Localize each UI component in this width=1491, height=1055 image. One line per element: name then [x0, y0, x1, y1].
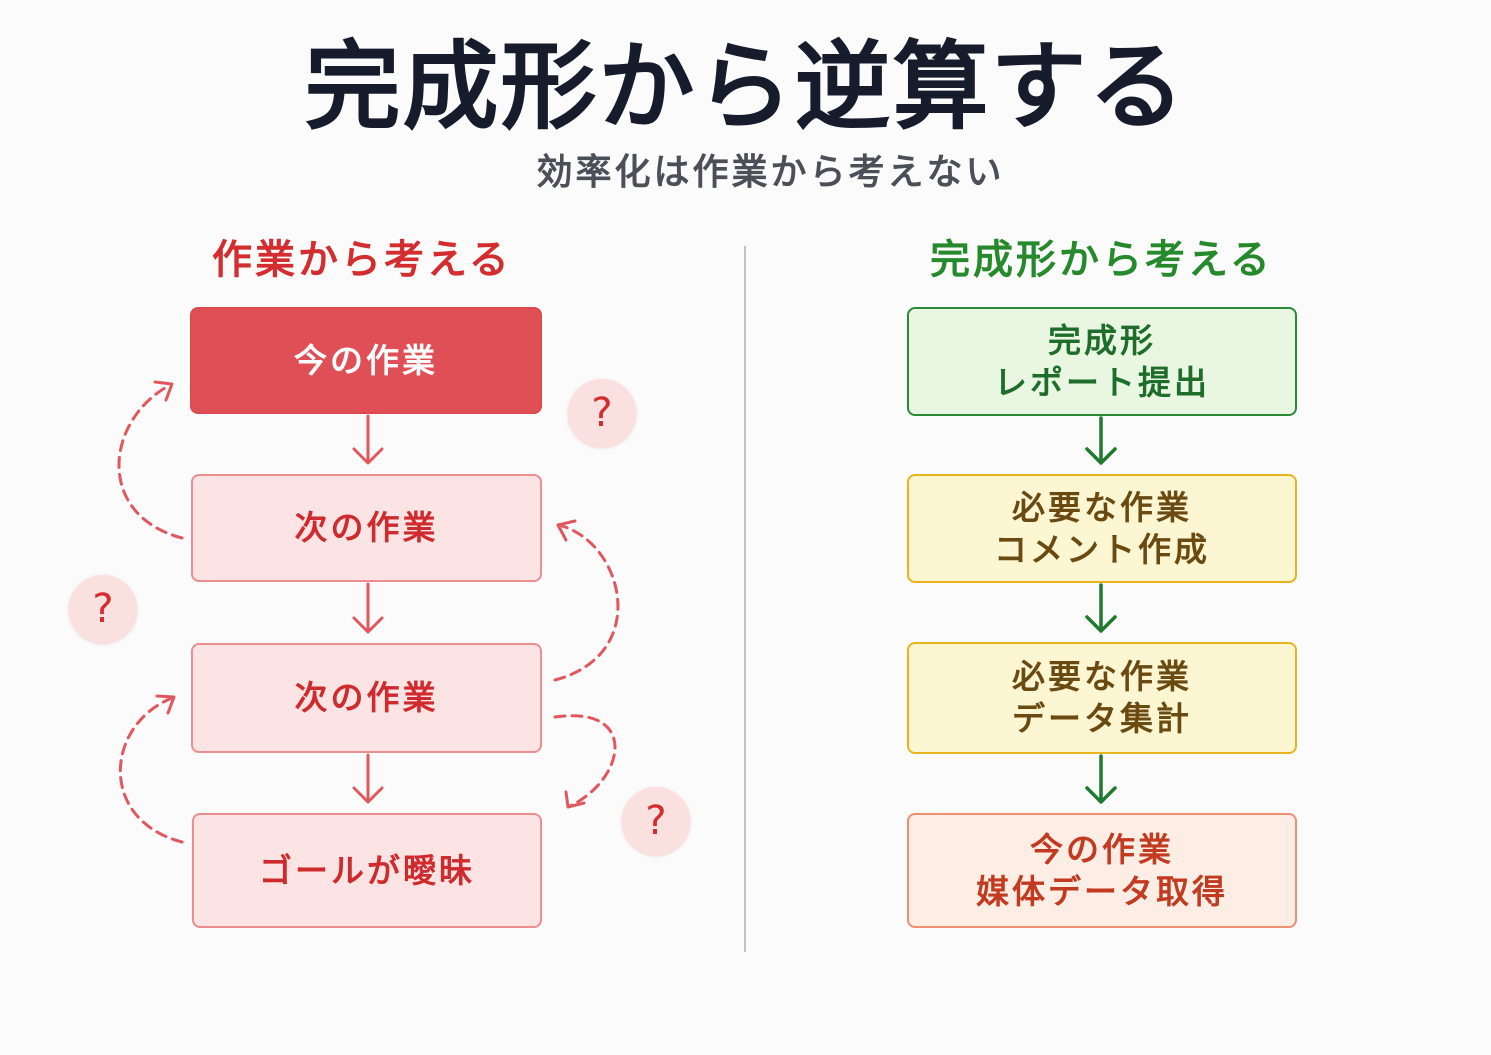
loop-arrow [553, 524, 620, 682]
right-box-required-task-2: 必要な作業 データ集計 [907, 642, 1297, 754]
left-box-goal-unclear: ゴールが曖昧 [192, 813, 542, 928]
arrowhead-icon [556, 519, 577, 542]
down-arrow-icon [352, 753, 384, 804]
down-arrow-icon [1085, 583, 1117, 633]
right-box-line1: 今の作業 [1030, 829, 1174, 869]
left-box-next-task-2: 次の作業 [191, 643, 542, 753]
down-arrow-icon [1085, 754, 1117, 804]
right-box-line1: 完成形 [1048, 320, 1156, 360]
down-arrow-icon [352, 414, 384, 465]
left-box-label: 次の作業 [294, 508, 439, 547]
right-box-line2: レポート提出 [994, 362, 1210, 402]
right-box-required-task-1: 必要な作業 コメント作成 [907, 474, 1297, 583]
arrowhead-icon [564, 790, 586, 809]
question-mark-icon: ? [568, 379, 636, 447]
loop-arrow [117, 383, 184, 540]
left-box-next-task-1: 次の作業 [191, 474, 542, 582]
right-box-current-task: 今の作業 媒体データ取得 [907, 813, 1297, 928]
column-divider [744, 246, 746, 952]
right-box-line2: コメント作成 [994, 529, 1210, 569]
left-box-label: 今の作業 [294, 340, 438, 380]
right-box-line2: データ集計 [1012, 699, 1192, 738]
arrowhead-icon [153, 380, 174, 402]
right-box-final-form: 完成形 レポート提出 [907, 307, 1297, 416]
left-box-label: ゴールが曖昧 [259, 850, 475, 890]
right-box-line1: 必要な作業 [1012, 657, 1192, 696]
question-mark-icon: ? [622, 787, 690, 855]
left-box-label: 次の作業 [294, 678, 439, 717]
question-mark-icon: ? [69, 575, 137, 643]
page-subtitle: 効率化は作業から考えない [536, 152, 1005, 193]
right-box-line1: 必要な作業 [1012, 487, 1192, 527]
loop-arrow [553, 714, 617, 808]
left-box-current-task: 今の作業 [190, 307, 542, 414]
right-column-heading: 完成形から考える [930, 237, 1273, 283]
left-column-heading: 作業から考える [212, 237, 512, 283]
down-arrow-icon [352, 582, 384, 634]
loop-arrow [118, 696, 184, 844]
right-box-line2: 媒体データ取得 [976, 871, 1228, 911]
arrowhead-icon [155, 694, 176, 715]
down-arrow-icon [1085, 416, 1117, 465]
page-title: 完成形から逆算する [304, 31, 1187, 143]
